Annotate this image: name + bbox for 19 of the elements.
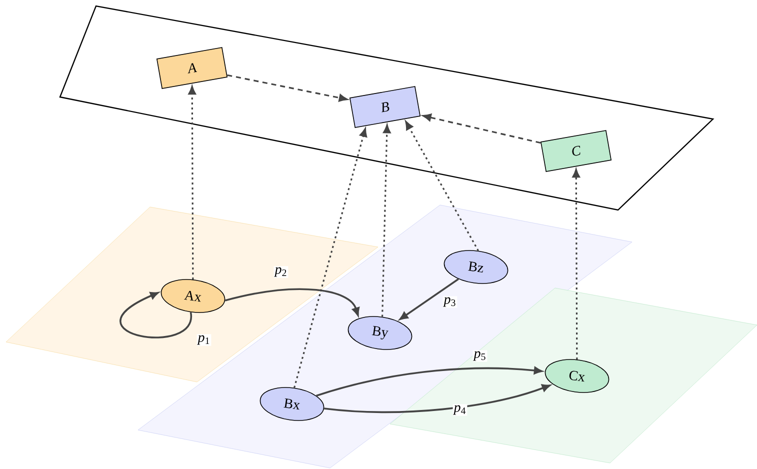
edge-label: p$_{3}$ — [442, 296, 458, 308]
edge-label: p$_{5}$ — [472, 350, 488, 362]
arrow — [120, 292, 192, 338]
arrow — [188, 86, 196, 280]
arrow — [324, 384, 550, 414]
edge-label: p$_{2}$ — [274, 266, 288, 278]
arrow — [572, 168, 580, 360]
arrow — [227, 74, 348, 102]
arrow — [399, 278, 460, 320]
arrow — [294, 128, 368, 388]
arrow — [382, 124, 391, 317]
arrow — [422, 114, 541, 144]
plane — [390, 288, 757, 464]
arrow — [316, 366, 542, 397]
edge-label: p$_{4}$ — [452, 404, 468, 416]
edge-label: p$_{1}$ — [196, 334, 212, 346]
arrow — [224, 288, 360, 316]
box: A — [156, 47, 228, 89]
arrow — [405, 121, 479, 252]
